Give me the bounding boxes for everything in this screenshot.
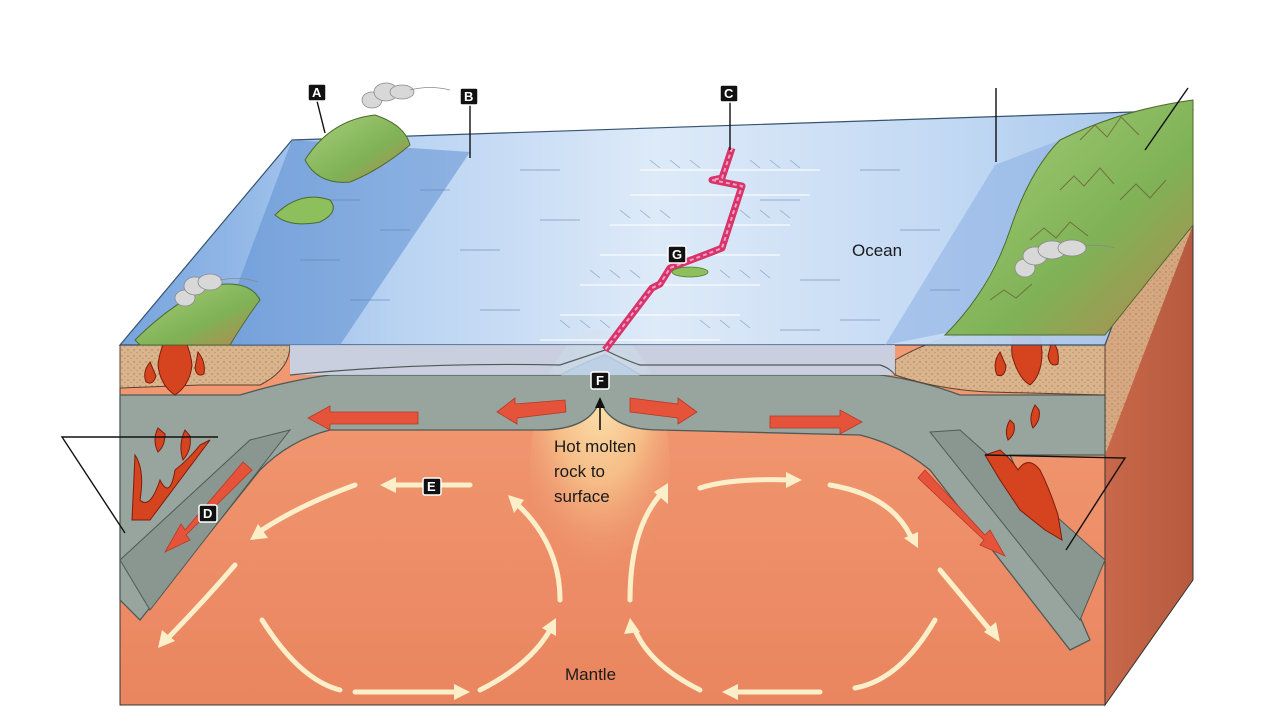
label-B: B	[459, 87, 479, 106]
leader-A	[316, 100, 326, 134]
label-A-text: A	[312, 85, 322, 100]
mountain-ridges	[989, 116, 1167, 301]
label-F: F	[590, 371, 610, 390]
ocean-front-seafloor	[289, 349, 896, 376]
label-C: C	[719, 84, 739, 103]
label-F-text: F	[596, 373, 604, 388]
plate-arrow-left-1	[307, 405, 419, 431]
convection-right-bottom-1	[852, 617, 938, 691]
right-volcano-smoke	[1014, 239, 1116, 278]
left-volcanic-island	[304, 114, 411, 183]
convection-left-top-2	[259, 482, 358, 533]
convection-right-top-1	[697, 477, 793, 491]
leader-right-boundary	[984, 454, 1127, 551]
upwelling-arrowhead	[595, 397, 605, 408]
plate-arrow-right-1	[629, 397, 698, 425]
label-B-text: B	[464, 89, 473, 104]
hot-molten-label-line3: surface	[554, 487, 610, 506]
ridge-island	[671, 266, 709, 278]
hot-molten-label-line1: Hot molten	[554, 437, 636, 456]
convection-left-bottom-3	[477, 627, 553, 693]
left-volcano-smoke	[361, 82, 451, 109]
convection-right-top-2	[827, 482, 913, 538]
ridge-ticks	[559, 159, 801, 329]
label-G-text: G	[672, 247, 682, 262]
convection-cells	[165, 477, 993, 695]
left-small-island	[274, 196, 334, 225]
hot-molten-label-line2: rock to	[554, 462, 605, 481]
label-E-text: E	[427, 479, 436, 494]
left-trench	[215, 140, 470, 345]
plate-arrow-subduct-right	[917, 469, 1006, 557]
right-continent	[943, 99, 1194, 336]
left-front-island	[134, 283, 261, 346]
mantle-label: Mantle	[565, 665, 616, 684]
convection-right-side	[937, 567, 993, 633]
leader-right-mountains	[1144, 87, 1189, 151]
plate-arrow-left-2	[496, 397, 567, 425]
label-G: G	[667, 245, 687, 264]
spreading-ridge-highlight	[604, 147, 744, 351]
leader-left-boundary	[60, 436, 218, 534]
label-A: A	[307, 83, 327, 102]
left-front-volcano-smoke	[174, 273, 259, 307]
right-trench	[885, 140, 1060, 345]
ridge-fractures	[540, 169, 820, 341]
label-C-text: C	[724, 86, 734, 101]
label-E: E	[422, 477, 442, 496]
plate-arrow-right-2	[769, 409, 863, 435]
ocean-label: Ocean	[852, 241, 902, 260]
convection-left-side	[165, 562, 238, 641]
convection-right-up	[627, 492, 663, 603]
convection-right-bottom-3	[632, 627, 703, 693]
convection-left-bottom-1	[259, 617, 343, 693]
ocean-front-water	[290, 345, 895, 375]
seafloor-texture	[300, 169, 960, 331]
label-D-text: D	[203, 506, 212, 521]
convection-arrowheads	[158, 472, 1000, 700]
convection-left-up	[515, 502, 563, 603]
label-D: D	[198, 504, 218, 523]
